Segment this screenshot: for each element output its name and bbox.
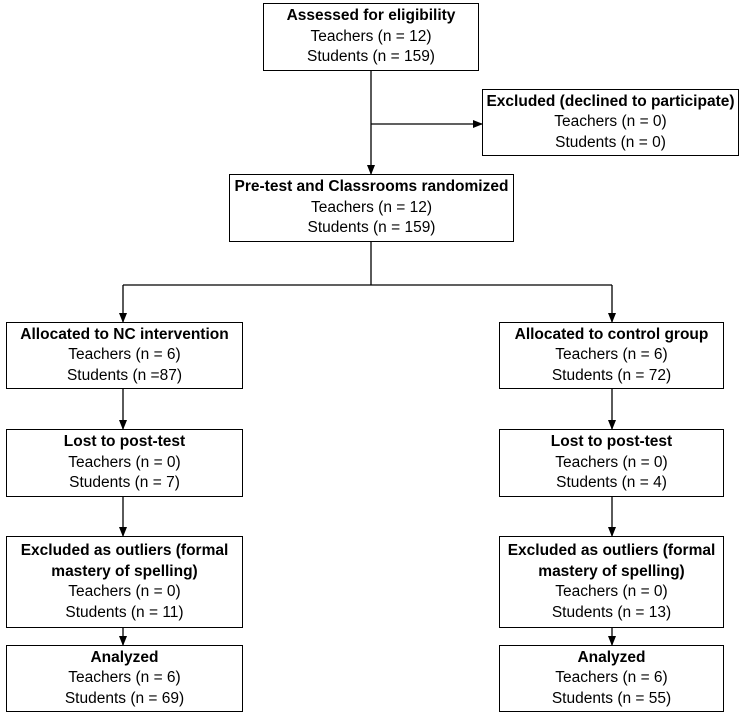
assessed-title: Assessed for eligibility: [286, 7, 456, 25]
excluded-students: Students (n = 0): [555, 133, 666, 151]
intervention-allocated-box: Allocated to NC intervention Teachers (n…: [6, 322, 243, 389]
pretest-title: Pre-test and Classrooms randomized: [234, 178, 509, 196]
control-analyzed-box: Analyzed Teachers (n = 6) Students (n = …: [499, 645, 724, 712]
pretest-teachers: Teachers (n = 12): [310, 198, 433, 216]
pretest-box: Pre-test and Classrooms randomized Teach…: [229, 174, 514, 242]
excluded-title: Excluded (declined to participate): [486, 92, 735, 110]
intervention-lost-teachers: Teachers (n = 0): [68, 453, 181, 471]
intervention-analyzed-box: Analyzed Teachers (n = 6) Students (n = …: [6, 645, 243, 712]
intervention-outliers-box: Excluded as outliers (formal mastery of …: [6, 536, 243, 628]
control-allocated-title: Allocated to control group: [514, 325, 709, 343]
intervention-allocated-title: Allocated to NC intervention: [20, 325, 229, 343]
intervention-lost-students: Students (n = 7): [69, 474, 180, 492]
intervention-lost-box: Lost to post-test Teachers (n = 0) Stude…: [6, 429, 243, 497]
control-outliers-title-line2: mastery of spelling): [538, 562, 685, 580]
control-outliers-box: Excluded as outliers (formal mastery of …: [499, 536, 724, 628]
control-outliers-students: Students (n = 13): [551, 603, 672, 621]
assessed-box: Assessed for eligibility Teachers (n = 1…: [263, 3, 479, 71]
intervention-allocated-students: Students (n =87): [66, 366, 183, 384]
control-allocated-teachers: Teachers (n = 6): [555, 346, 668, 364]
control-outliers-teachers: Teachers (n = 0): [555, 583, 668, 600]
control-lost-box: Lost to post-test Teachers (n = 0) Stude…: [499, 429, 724, 497]
intervention-analyzed-students: Students (n = 69): [64, 689, 185, 707]
control-outliers-title-line1: Excluded as outliers (formal: [507, 542, 716, 559]
assessed-students: Students (n = 159): [307, 48, 435, 66]
intervention-outliers-title-line1: Excluded as outliers (formal: [20, 542, 229, 559]
control-analyzed-students: Students (n = 55): [551, 689, 672, 707]
intervention-allocated-teachers: Teachers (n = 6): [68, 346, 181, 364]
intervention-analyzed-title: Analyzed: [90, 648, 159, 666]
intervention-analyzed-teachers: Teachers (n = 6): [68, 669, 181, 687]
control-lost-students: Students (n = 4): [556, 474, 667, 492]
intervention-outliers-teachers: Teachers (n = 0): [68, 583, 181, 600]
control-allocated-students: Students (n = 72): [551, 366, 672, 384]
intervention-outliers-students: Students (n = 11): [65, 603, 184, 621]
control-analyzed-teachers: Teachers (n = 6): [555, 669, 668, 687]
pretest-students: Students (n = 159): [307, 219, 436, 237]
assessed-teachers: Teachers (n = 12): [310, 27, 432, 45]
excluded-teachers: Teachers (n = 0): [554, 113, 667, 131]
control-allocated-box: Allocated to control group Teachers (n =…: [499, 322, 724, 389]
control-analyzed-title: Analyzed: [577, 648, 646, 666]
control-lost-teachers: Teachers (n = 0): [555, 453, 668, 471]
intervention-lost-title: Lost to post-test: [63, 433, 186, 451]
intervention-outliers-title-line2: mastery of spelling): [51, 562, 198, 580]
control-lost-title: Lost to post-test: [550, 433, 673, 451]
excluded-box: Excluded (declined to participate) Teach…: [482, 89, 739, 156]
